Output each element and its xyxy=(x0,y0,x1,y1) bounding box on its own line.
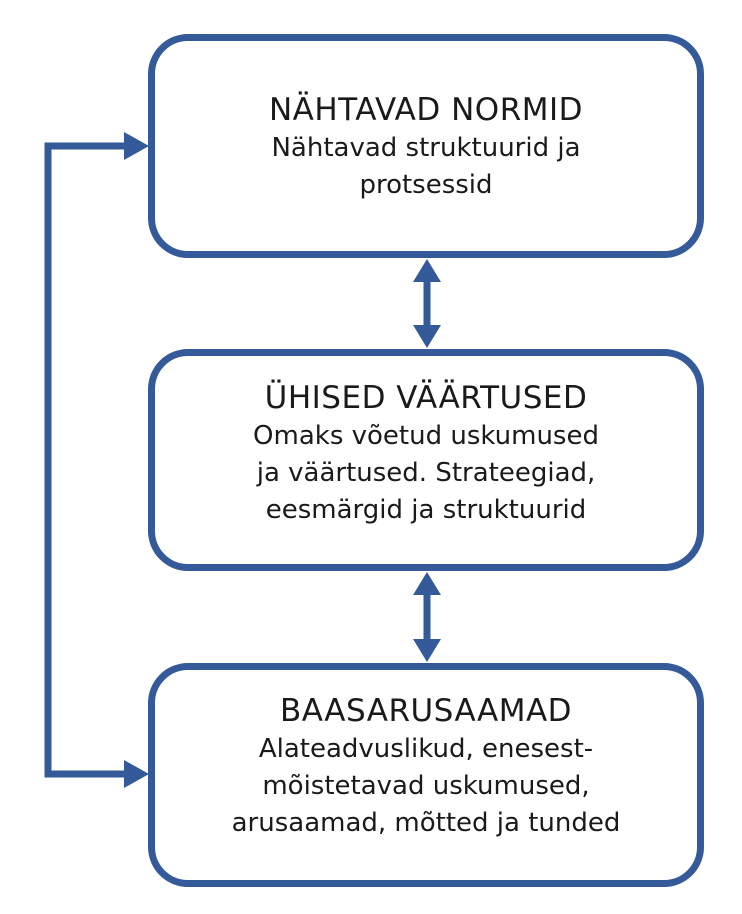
shared-values-box: ÜHISED VÄÄRTUSED Omaks võetud uskumused … xyxy=(148,349,704,571)
visible-norms-line-1: Nähtavad struktuurid ja xyxy=(271,133,581,163)
shared-values-line-3: eesmärgid ja struktuurid xyxy=(265,495,587,525)
shared-values-line-1: Omaks võetud uskumused xyxy=(253,421,599,451)
visible-norms-title: NÄHTAVAD NORMID xyxy=(268,92,583,128)
arrowhead-up-top xyxy=(413,259,441,282)
basic-assumptions-line-3: arusaamad, mõtted ja tunded xyxy=(231,808,621,838)
basic-assumptions-box: BAASARUSAAMAD Alateadvuslikud, enesest- … xyxy=(148,663,704,887)
visible-norms-box: NÄHTAVAD NORMID Nähtavad struktuurid ja … xyxy=(148,34,704,258)
basic-assumptions-line-2: mõistetavad uskumused, xyxy=(262,771,590,801)
visible-norms-line-2: protsessid xyxy=(359,170,493,200)
basic-assumptions-title: BAASARUSAAMAD xyxy=(279,693,573,729)
shared-values-line-2: ja väärtused. Strateegiad, xyxy=(256,458,596,488)
basic-assumptions-line-1: Alateadvuslikud, enesest- xyxy=(258,734,594,764)
feedback-loop-line xyxy=(44,142,128,778)
arrowhead-into-top-box xyxy=(124,132,149,160)
arrowhead-down-bottom xyxy=(413,639,441,662)
arrowhead-down-middle xyxy=(413,325,441,348)
arrowhead-into-bottom-box xyxy=(124,760,149,788)
arrowhead-up-middle xyxy=(413,572,441,595)
shared-values-title: ÜHISED VÄÄRTUSED xyxy=(264,380,588,416)
